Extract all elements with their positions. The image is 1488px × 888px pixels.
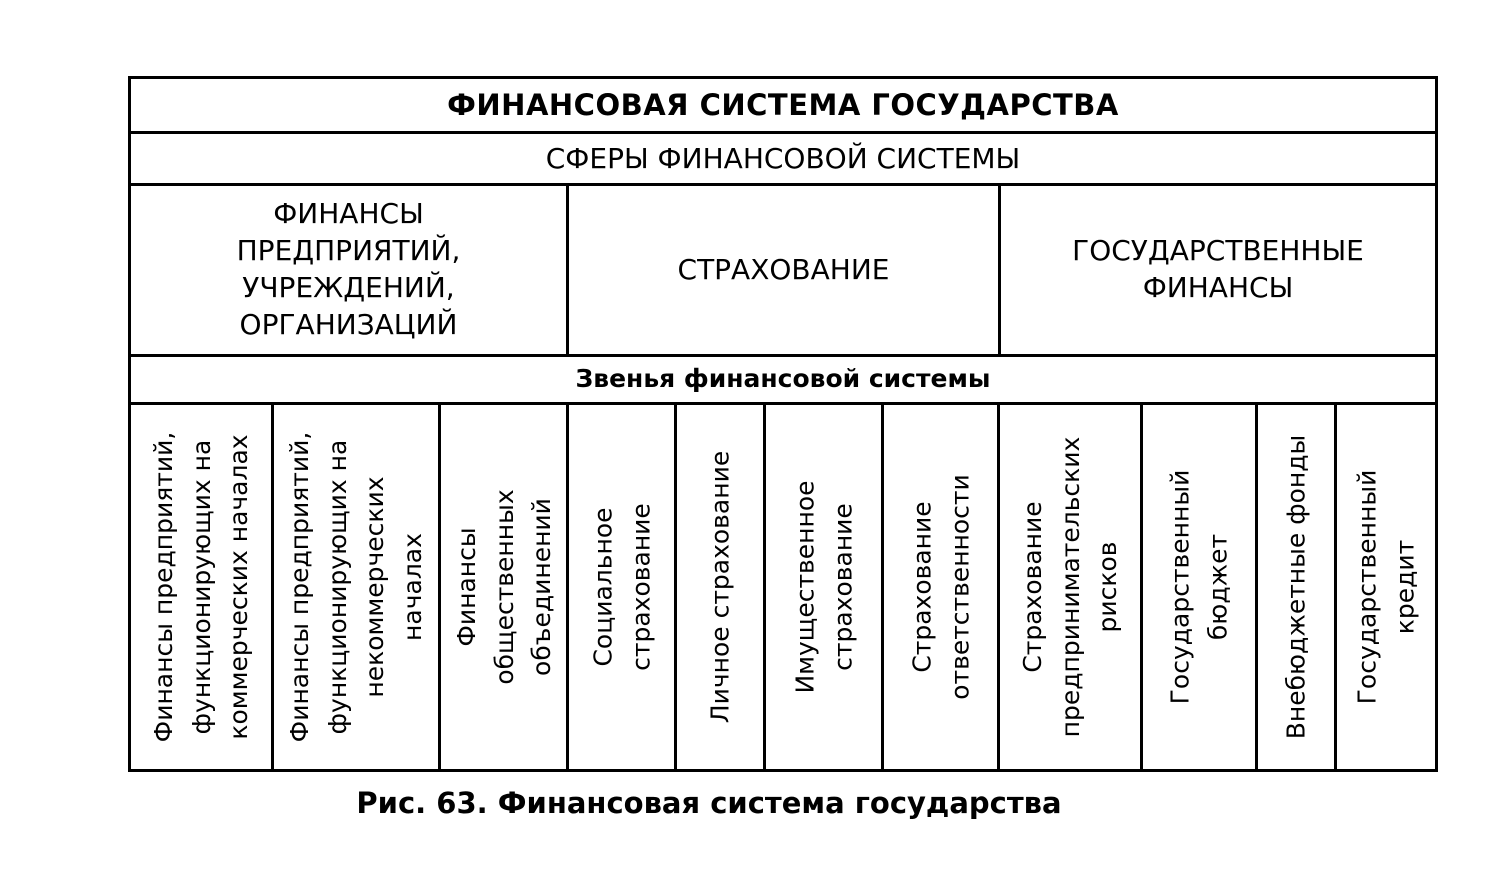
link-personal-insurance: Личное страхование xyxy=(677,405,766,769)
figure-caption: Рис. 63. Финансовая система государства xyxy=(356,786,1062,820)
spheres-header: СФЕРЫ ФИНАНСОВОЙ СИСТЕМЫ xyxy=(131,134,1435,186)
links-row: Финансы предприятий, функционирующих на … xyxy=(131,405,1435,769)
link-label: Государственный бюджет xyxy=(1165,469,1233,705)
link-liability-insurance: Страхование ответственности xyxy=(884,405,1000,769)
link-label: Личное страхование xyxy=(705,450,735,724)
sphere-insurance: СТРАХОВАНИЕ xyxy=(569,186,1001,354)
spheres-row: ФИНАНСЫ ПРЕДПРИЯТИЙ, УЧРЕЖДЕНИЙ, ОРГАНИЗ… xyxy=(131,186,1435,357)
link-label: Финансы предприятий, функционирующих на … xyxy=(285,431,427,743)
link-label: Государственный кредит xyxy=(1352,469,1420,705)
link-label: Страхование предпринимательских рисков xyxy=(1017,436,1122,738)
sphere-enterprise-finance: ФИНАНСЫ ПРЕДПРИЯТИЙ, УЧРЕЖДЕНИЙ, ОРГАНИЗ… xyxy=(131,186,569,354)
link-public-associations: Финансы общественных объединений xyxy=(441,405,569,769)
link-commercial-enterprises: Финансы предприятий, функционирующих на … xyxy=(131,405,274,769)
link-state-budget: Государственный бюджет xyxy=(1143,405,1258,769)
link-label: Внебюджетные фонды xyxy=(1281,434,1311,740)
diagram-title: ФИНАНСОВАЯ СИСТЕМА ГОСУДАРСТВА xyxy=(131,79,1435,134)
link-state-credit: Государственный кредит xyxy=(1337,405,1435,769)
link-business-risk-insurance: Страхование предпринимательских рисков xyxy=(1000,405,1143,769)
link-property-insurance: Имущественное страхование xyxy=(766,405,884,769)
link-label: Страхование ответственности xyxy=(907,474,974,700)
link-social-insurance: Социальное страхование xyxy=(569,405,677,769)
sphere-state-finance: ГОСУДАРСТВЕННЫЕ ФИНАНСЫ xyxy=(1072,234,1364,304)
link-label: Финансы общественных объединений xyxy=(451,489,556,685)
link-label: Финансы предприятий, функционирующих на … xyxy=(148,431,253,743)
link-noncommercial-enterprises: Финансы предприятий, функционирующих на … xyxy=(274,405,441,769)
link-extrabudgetary-funds: Внебюджетные фонды xyxy=(1258,405,1337,769)
financial-system-diagram: ФИНАНСОВАЯ СИСТЕМА ГОСУДАРСТВА СФЕРЫ ФИН… xyxy=(128,76,1438,772)
link-label: Социальное страхование xyxy=(588,503,655,671)
link-label: Имущественное страхование xyxy=(790,480,857,694)
links-header: Звенья финансовой системы xyxy=(131,354,1435,405)
